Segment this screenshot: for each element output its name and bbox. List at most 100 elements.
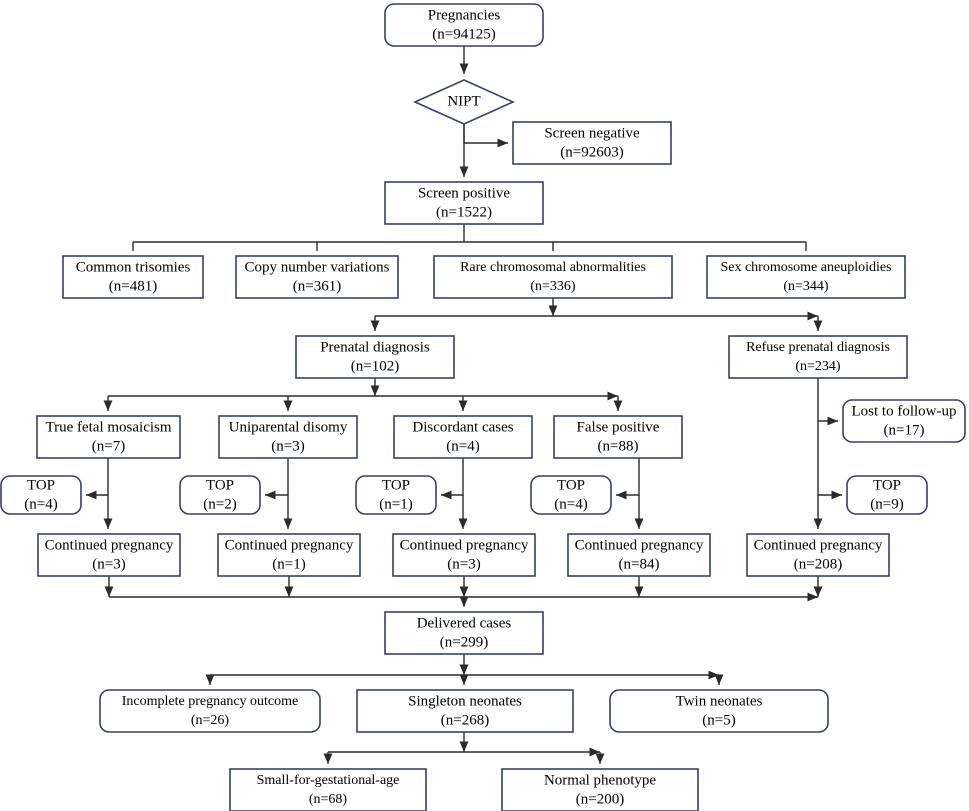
node-screen-negative[interactable]: Screen negative(n=92603)	[512, 121, 672, 165]
node-label: Continued pregnancy	[45, 537, 174, 553]
node-shape-rect	[356, 689, 574, 733]
node-shape-rounded	[842, 399, 966, 443]
node-label: False positive	[577, 419, 660, 435]
connector-c-nipt-negative	[463, 124, 509, 148]
node-continued-3[interactable]: Continued pregnancy (n=3)	[392, 533, 536, 577]
node-shape-rect	[393, 415, 533, 459]
node-nipt[interactable]: NIPT	[413, 79, 515, 125]
node-shape-rect	[392, 533, 536, 577]
node-shape-rounded	[384, 3, 544, 47]
node-top-2[interactable]: TOP(n=2)	[179, 475, 261, 515]
node-label: Singleton neonates	[408, 693, 522, 709]
node-label: Small-for-gestational-age	[257, 773, 400, 788]
node-label: TOP	[873, 477, 901, 493]
node-continued-1[interactable]: Continued pregnancy(n=3)	[37, 533, 181, 577]
node-shape-rect	[36, 415, 181, 459]
node-normal-phenotype[interactable]: Normal phenotype(n=200)	[501, 768, 699, 811]
node-cnv[interactable]: Copy number variations(n=361)	[235, 255, 399, 299]
node-shape-diamond	[413, 79, 515, 125]
node-shape-rect	[728, 335, 908, 379]
node-count: (n=200)	[576, 791, 624, 807]
node-singleton-neonates[interactable]: Singleton neonates (n=268)	[356, 689, 574, 733]
node-shape-rect	[706, 255, 906, 299]
connector-c-tfm-top1	[85, 458, 109, 500]
connector-c-disc-top3	[440, 458, 464, 500]
node-shape-rect	[384, 181, 544, 225]
connector-c-upd-top2	[264, 458, 289, 500]
node-refuse-prenatal[interactable]: Refuse prenatal diagnosis(n=234)	[728, 335, 908, 379]
node-shape-rect	[218, 415, 358, 459]
node-shape-rect	[746, 533, 890, 577]
node-shape-rect	[62, 255, 204, 299]
node-sex-chrom[interactable]: Sex chromosome aneuploidies(n=344)	[706, 255, 906, 299]
node-label: Uniparental disomy	[229, 419, 348, 435]
node-count: (n=17)	[884, 422, 925, 438]
node-shape-rect	[384, 611, 544, 655]
node-count: (n=88)	[598, 438, 639, 454]
node-count: (n=336)	[530, 279, 576, 294]
connector-c-refuse-top5	[817, 421, 843, 500]
node-label: NIPT	[447, 93, 480, 109]
node-continued-2[interactable]: Continued pregnancy (n=1)	[217, 533, 361, 577]
node-label: Prenatal diagnosis	[320, 339, 430, 355]
node-shape-rect	[433, 255, 673, 299]
node-count: (n=5)	[702, 712, 735, 728]
node-top-5[interactable]: TOP(n=9)	[846, 475, 928, 515]
node-count: (n=3)	[447, 556, 480, 572]
node-twin-neonates[interactable]: Twin neonates (n=5)	[609, 689, 829, 733]
node-delivered-cases[interactable]: Delivered cases(n=299)	[384, 611, 544, 655]
node-label: Rare chromosomal abnormalities	[460, 260, 646, 275]
node-shape-rounded	[355, 475, 437, 515]
node-label: Screen negative	[544, 125, 640, 141]
node-continued-4[interactable]: Continued pregnancy(n=84)	[567, 533, 711, 577]
node-discordant-cases[interactable]: Discordant cases(n=4)	[393, 415, 533, 459]
node-count: (n=102)	[351, 358, 399, 374]
node-shape-rect	[235, 255, 399, 299]
node-label: True fetal mosaicism	[45, 419, 171, 435]
node-lost-to-follow-up[interactable]: Lost to follow-up (n=17)	[842, 399, 966, 443]
node-screen-positive[interactable]: Screen positive(n=1522)	[384, 181, 544, 225]
node-count: (n=208)	[794, 556, 842, 572]
node-label: TOP	[382, 477, 410, 493]
node-count: (n=1522)	[436, 204, 492, 220]
node-small-for-age[interactable]: Small-for-gestational-age (n=68)	[229, 768, 427, 811]
node-rare-chrom[interactable]: Rare chromosomal abnormalities (n=336)	[433, 255, 673, 299]
node-label: Lost to follow-up	[852, 403, 957, 419]
node-prenatal-diagnosis[interactable]: Prenatal diagnosis (n=102)	[295, 335, 455, 379]
node-label: Common trisomies	[76, 259, 191, 275]
node-continued-5[interactable]: Continued pregnancy (n=208)	[746, 533, 890, 577]
node-count: (n=94125)	[432, 26, 495, 42]
node-label: Delivered cases	[417, 615, 512, 631]
node-shape-rounded	[846, 475, 928, 515]
node-label: Continued pregnancy	[754, 537, 883, 553]
node-label: Copy number variations	[245, 259, 390, 275]
node-label: Continued pregnancy	[225, 537, 354, 553]
node-count: (n=68)	[309, 792, 348, 807]
node-top-3[interactable]: TOP(n=1)	[355, 475, 437, 515]
node-label: Refuse prenatal diagnosis	[746, 340, 890, 355]
node-shape-rounded	[609, 689, 829, 733]
node-count: (n=1)	[272, 556, 305, 572]
node-count: (n=2)	[203, 496, 236, 512]
node-label: Continued pregnancy	[400, 537, 529, 553]
node-label: Twin neonates	[676, 693, 763, 709]
node-count: (n=344)	[783, 279, 829, 294]
node-true-fetal-mosaicism[interactable]: True fetal mosaicism (n=7)	[36, 415, 181, 459]
node-shape-rounded	[0, 475, 82, 515]
node-count: (n=268)	[441, 712, 489, 728]
node-count: (n=4)	[24, 496, 57, 512]
node-shape-rect	[37, 533, 181, 577]
node-shape-rect	[295, 335, 455, 379]
node-false-positive[interactable]: False positive (n=88)	[553, 415, 683, 459]
node-top-1[interactable]: TOP(n=4)	[0, 475, 82, 515]
node-top-4[interactable]: TOP(n=4)	[530, 475, 612, 515]
node-pregnancies[interactable]: Pregnancies(n=94125)	[384, 3, 544, 47]
node-count: (n=7)	[92, 438, 125, 454]
node-uniparental-disomy[interactable]: Uniparental disomy(n=3)	[218, 415, 358, 459]
node-label: TOP	[557, 477, 585, 493]
node-common-trisomies[interactable]: Common trisomies(n=481)	[62, 255, 204, 299]
node-incomplete-outcome[interactable]: Incomplete pregnancy outcome(n=26)	[99, 689, 321, 733]
